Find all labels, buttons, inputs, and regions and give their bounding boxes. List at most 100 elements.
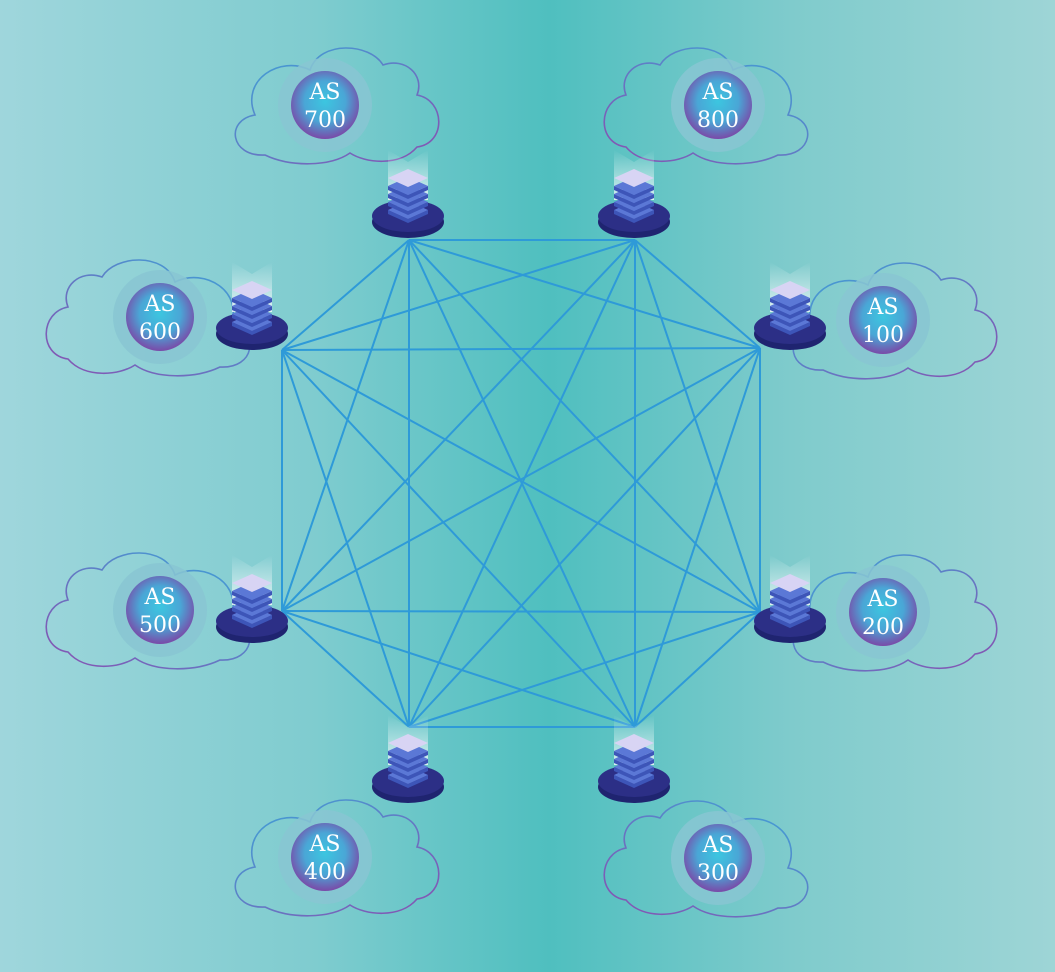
as-label-prefix: AS <box>702 80 734 105</box>
as-orb <box>849 286 917 354</box>
as-orb <box>684 824 752 892</box>
server-layer-side <box>770 599 810 612</box>
server-top <box>614 734 654 752</box>
server-layer-side <box>614 751 654 764</box>
server-layer-side <box>388 751 428 764</box>
link-as300-as600 <box>281 349 636 728</box>
as-label-number: 400 <box>304 860 346 885</box>
as-label-number: 200 <box>862 615 904 640</box>
server-layer-side <box>232 599 272 612</box>
as-label-prefix: AS <box>309 80 341 105</box>
server-layer-side <box>614 202 654 215</box>
cloud-outline <box>234 799 440 917</box>
server-layer-side <box>388 759 428 772</box>
server-layer-side <box>388 202 428 215</box>
server-layer-side <box>388 186 428 199</box>
server-layer-side <box>614 759 654 772</box>
server-as200 <box>754 555 826 643</box>
server-top <box>232 281 272 299</box>
mesh-links <box>281 239 761 728</box>
server-top <box>614 169 654 187</box>
cloud-outline <box>603 47 809 165</box>
server-layer-side <box>614 186 654 199</box>
server-as500 <box>216 555 288 643</box>
link-as400-as600 <box>281 349 410 728</box>
as-label-number: 500 <box>139 613 181 638</box>
server-top <box>770 574 810 592</box>
link-as600-as800 <box>281 239 636 351</box>
server-top <box>770 281 810 299</box>
link-as100-as400 <box>408 347 761 728</box>
server-layer-side <box>232 607 272 620</box>
as-label-number: 600 <box>139 320 181 345</box>
server-layer-side <box>232 615 272 628</box>
link-as300-as500 <box>281 610 636 728</box>
server-layer-side <box>614 210 654 223</box>
as-cloud-as800: AS 800 <box>603 47 809 165</box>
server-as100 <box>754 262 826 350</box>
server-top <box>232 574 272 592</box>
link-as400-as800 <box>408 239 636 728</box>
server-top <box>388 169 428 187</box>
cloud-outline <box>603 800 809 918</box>
link-as500-as700 <box>281 239 410 612</box>
as-label-number: 300 <box>697 861 739 886</box>
as-label-prefix: AS <box>867 295 899 320</box>
link-as200-as400 <box>408 611 761 728</box>
as-orb <box>291 71 359 139</box>
as-label-prefix: AS <box>867 587 899 612</box>
router-servers <box>216 150 826 803</box>
link-as200-as300 <box>634 611 761 728</box>
cloud-outline <box>234 47 440 165</box>
server-layer-side <box>770 615 810 628</box>
as-orb <box>126 576 194 644</box>
link-as100-as800 <box>634 239 761 349</box>
as-cloud-as600: AS 600 <box>45 259 251 377</box>
server-layer-side <box>770 306 810 319</box>
link-as600-as700 <box>281 239 410 351</box>
server-layer-side <box>232 322 272 335</box>
as-label-prefix: AS <box>144 585 176 610</box>
server-layer-side <box>770 591 810 604</box>
link-as200-as700 <box>408 239 761 613</box>
server-as800 <box>598 150 670 238</box>
as-cloud-as700: AS 700 <box>234 47 440 165</box>
server-as400 <box>372 715 444 803</box>
link-as100-as300 <box>634 347 761 728</box>
server-layer-side <box>388 767 428 780</box>
server-layer-side <box>614 767 654 780</box>
server-layer-side <box>614 194 654 207</box>
server-layer-side <box>232 591 272 604</box>
as-cloud-as200: AS 200 <box>792 554 998 672</box>
server-layer-side <box>770 322 810 335</box>
as-label-prefix: AS <box>702 833 734 858</box>
server-layer-side <box>770 607 810 620</box>
server-layer-side <box>232 306 272 319</box>
server-layer-side <box>388 194 428 207</box>
server-as300 <box>598 715 670 803</box>
server-as700 <box>372 150 444 238</box>
as-label-number: 800 <box>697 108 739 133</box>
as-cloud-as500: AS 500 <box>45 552 251 670</box>
as-orb <box>126 283 194 351</box>
server-layer-side <box>770 298 810 311</box>
as-cloud-as400: AS 400 <box>234 799 440 917</box>
as-label-prefix: AS <box>309 832 341 857</box>
link-as100-as600 <box>281 347 761 351</box>
server-layer-side <box>232 314 272 327</box>
as-orb <box>291 823 359 891</box>
link-as400-as500 <box>281 610 410 728</box>
as-label-prefix: AS <box>144 292 176 317</box>
as-orb <box>849 578 917 646</box>
server-as600 <box>216 262 288 350</box>
as-label-number: 700 <box>304 108 346 133</box>
as-orb <box>684 71 752 139</box>
link-as200-as500 <box>281 610 761 613</box>
server-layer-side <box>388 775 428 788</box>
server-layer-side <box>770 314 810 327</box>
link-as500-as800 <box>281 239 636 612</box>
